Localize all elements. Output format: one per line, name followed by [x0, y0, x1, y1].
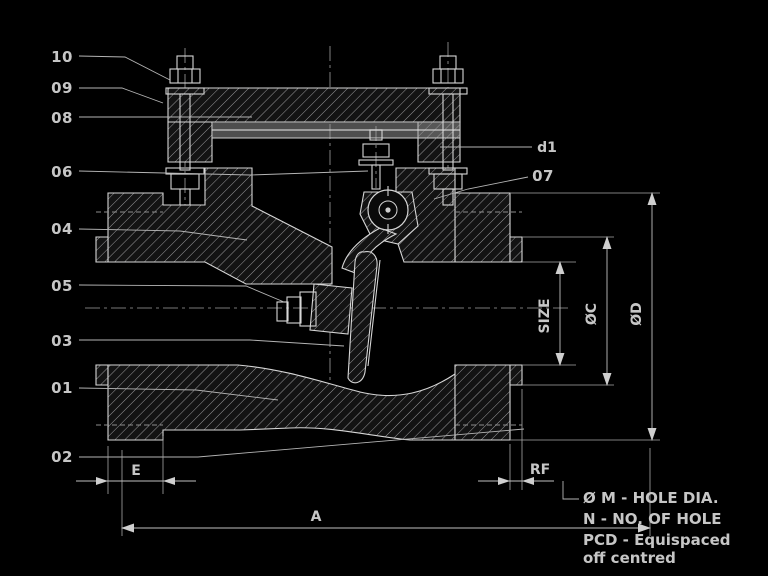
disc-hub	[309, 283, 353, 335]
body-bottom	[107, 364, 456, 441]
nut	[362, 143, 390, 158]
right-raised-face-top	[509, 236, 523, 263]
dimension-e: E	[76, 436, 196, 494]
dim-label-dia-d: ØD	[629, 302, 645, 326]
dim-label-dia-c: ØC	[584, 303, 600, 325]
hinge-pin	[378, 200, 398, 220]
hinge-bracket-bolt	[358, 129, 394, 190]
dimension-size: SIZE	[522, 261, 576, 366]
notes-leader	[562, 481, 579, 500]
right-flange-bottom	[454, 364, 511, 441]
valve-body-sections	[95, 87, 523, 441]
part-label-10: 10	[51, 48, 73, 66]
stud-body	[179, 93, 191, 171]
arrowhead	[163, 477, 175, 485]
note-line-2: N - NO. OF HOLE	[583, 510, 721, 528]
note-line-1: Ø M - HOLE DIA.	[583, 489, 719, 507]
part-leaders	[78, 55, 532, 458]
left-raised-face-top	[95, 236, 109, 263]
note-line-4: off centred	[583, 549, 676, 567]
dim-label-size: SIZE	[537, 298, 553, 333]
dim-label-a: A	[311, 509, 322, 525]
dimension-dia-d: ØD	[510, 192, 660, 441]
part-label-06: 06	[51, 163, 73, 181]
nut	[432, 68, 464, 84]
dimension-rf: RF	[478, 389, 554, 490]
part-label-01: 01	[51, 379, 73, 397]
hinge-pin-center	[385, 207, 391, 213]
dimension-a: A	[121, 448, 651, 536]
bolt-tip	[369, 129, 383, 141]
leader-06	[78, 170, 369, 176]
right-raised-face-bottom	[509, 364, 523, 386]
arrowhead	[498, 477, 510, 485]
arrowhead	[96, 477, 108, 485]
leader-09	[79, 87, 164, 104]
leader-05	[78, 284, 285, 303]
leader-02	[79, 428, 525, 458]
bolt-shank	[371, 164, 381, 190]
leader-07	[433, 176, 529, 200]
leader-04	[78, 228, 248, 241]
body-upper-left	[107, 167, 333, 285]
part-label-09: 09	[51, 79, 73, 97]
left-stud-assembly	[165, 55, 205, 206]
part-label-02: 02	[51, 448, 73, 466]
disc-washer	[299, 291, 317, 327]
note-line-3: PCD - Equispaced	[583, 531, 731, 549]
part-label-08: 08	[51, 109, 73, 127]
leader-03	[79, 339, 345, 347]
arrowhead	[522, 477, 534, 485]
seat-face-line	[367, 259, 381, 367]
right-stud-assembly	[428, 55, 468, 206]
disc-plate	[347, 251, 378, 384]
stud-body	[442, 93, 454, 171]
disc-hinge-assembly	[276, 186, 419, 384]
nut	[169, 68, 201, 84]
part-label-03: 03	[51, 332, 73, 350]
left-raised-face-bottom	[95, 364, 109, 386]
stud-tail	[179, 188, 191, 206]
dim-label-d1: d1	[537, 140, 557, 156]
part-label-04: 04	[51, 220, 73, 238]
dim-label-e: E	[131, 463, 141, 479]
part-labels: 10 09 08 06 04 05 03 01 02 07 d1	[51, 48, 557, 466]
leader-01	[78, 387, 279, 401]
disc-nut	[286, 296, 302, 324]
leader-10	[78, 55, 171, 81]
disc-spindle-end	[276, 301, 289, 322]
part-label-07: 07	[532, 167, 554, 185]
right-flange-top	[454, 192, 511, 263]
dimension-dia-c: ØC	[522, 236, 614, 386]
stud-tail	[442, 188, 454, 206]
notes-block: Ø M - HOLE DIA. N - NO. OF HOLE PCD - Eq…	[562, 481, 731, 567]
part-label-05: 05	[51, 277, 73, 295]
dim-label-rf: RF	[530, 462, 550, 478]
